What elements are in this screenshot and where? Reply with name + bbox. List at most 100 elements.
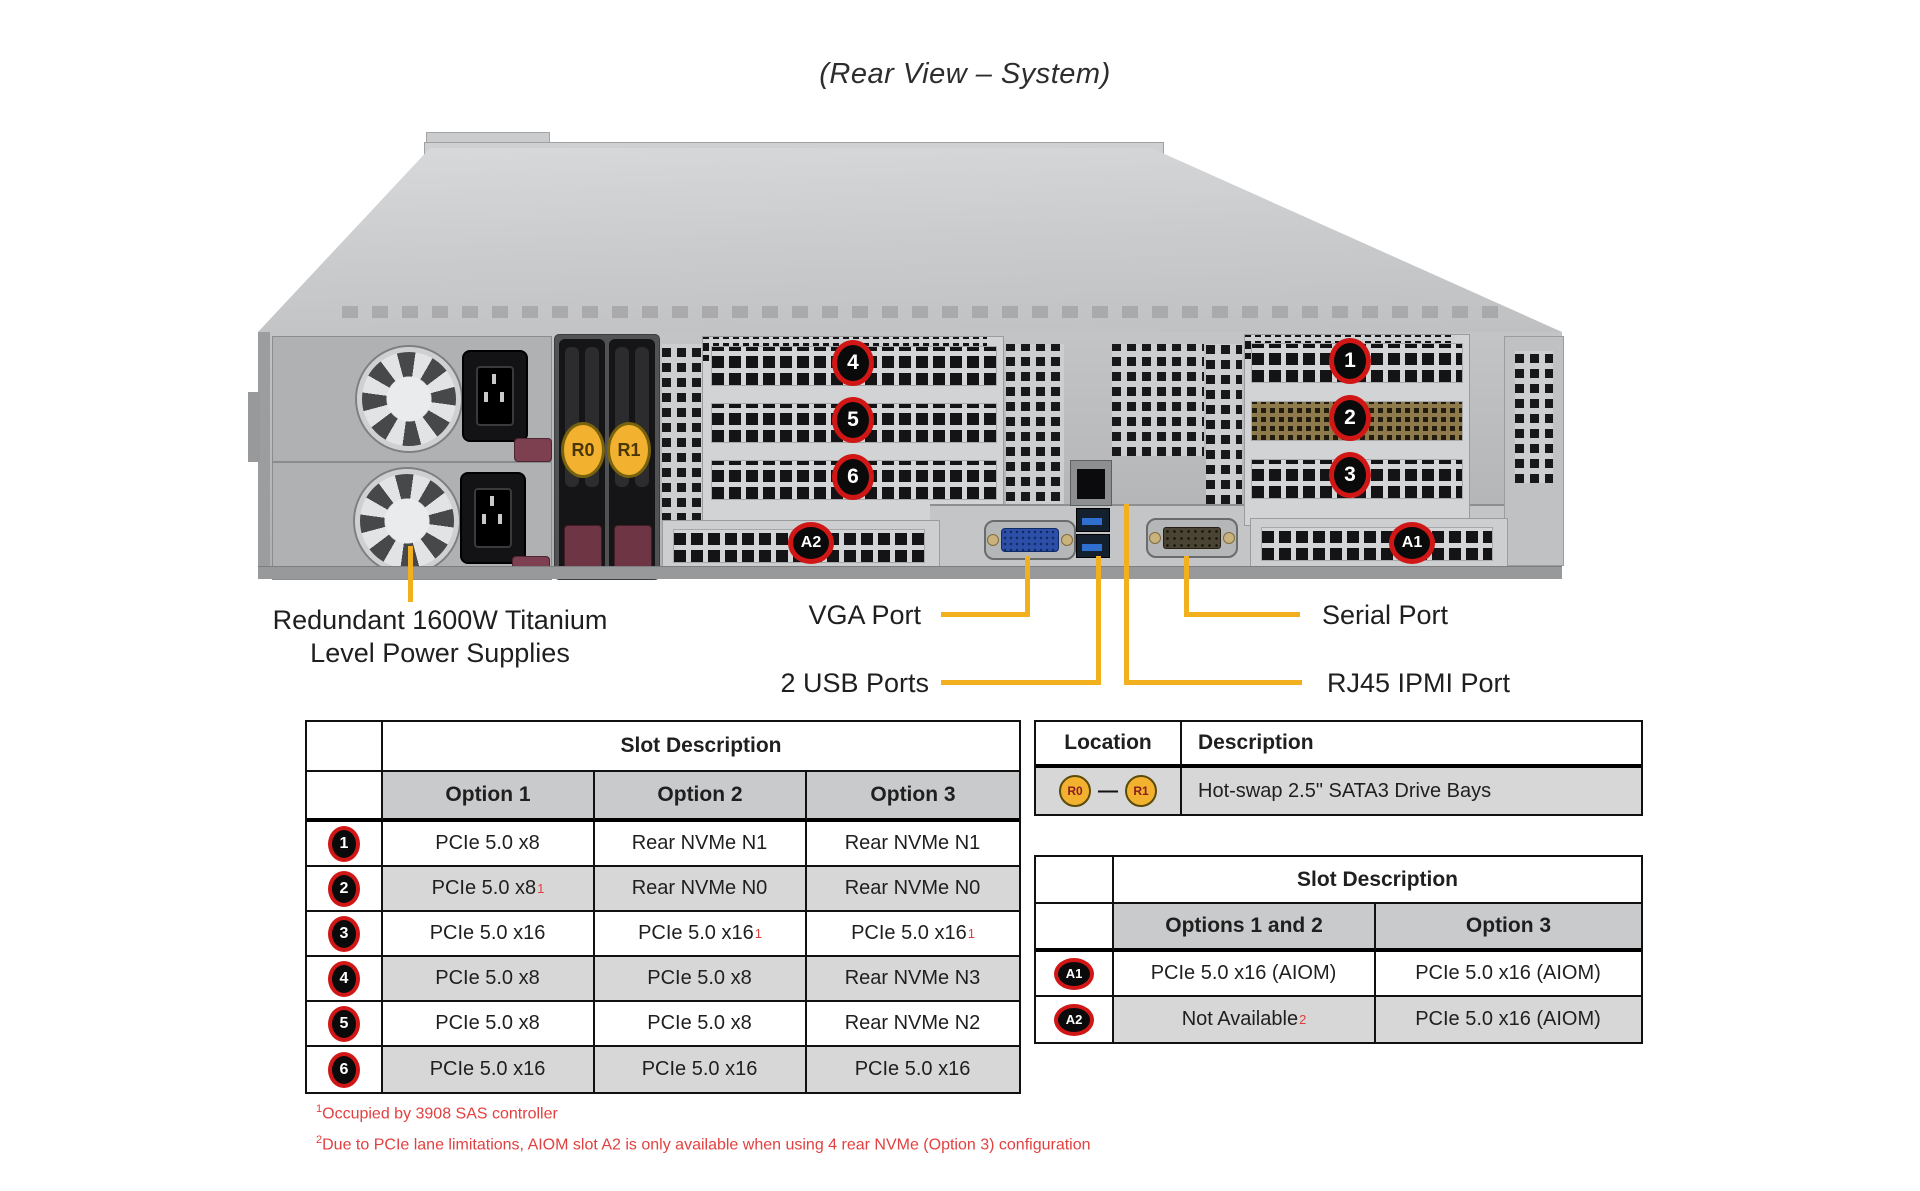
serial-port [1146, 518, 1238, 558]
callout-line-usb [1096, 556, 1101, 685]
row-marker-cell: 1 [307, 822, 383, 867]
table-corner-cell [307, 722, 383, 772]
rj45-ipmi-port [1070, 460, 1112, 506]
chassis-lid [258, 148, 1562, 332]
bay-marker-r1: R1 [1125, 775, 1157, 807]
ac-inlet [462, 350, 528, 442]
bay-marker-r0: R0 [1059, 775, 1091, 807]
table-cell: PCIe 5.0 x16 [595, 1047, 807, 1092]
callout-line-vga [941, 612, 1029, 617]
slot-marker-3: 3 [328, 915, 360, 952]
row-marker-cell: 5 [307, 1002, 383, 1047]
usb-port [1076, 508, 1110, 532]
column-header: Options 1 and 2 [1114, 904, 1376, 952]
callout-line-psu [408, 546, 413, 602]
table-cell: PCIe 5.0 x8 [383, 1002, 595, 1047]
bay-marker-r1: R1 [607, 422, 651, 478]
slot-marker-6: 6 [328, 1051, 360, 1088]
row-marker-cell: A1 [1036, 952, 1114, 997]
column-header: Location [1036, 722, 1182, 768]
table-cell: PCIe 5.0 x16 (AIOM) [1376, 997, 1641, 1042]
row-marker-cell: A2 [1036, 997, 1114, 1042]
slot-marker-2: 2 [1329, 395, 1371, 441]
row-marker-cell: 6 [307, 1047, 383, 1092]
callout-line-usb [941, 680, 1099, 685]
ipmi-callout-label: RJ45 IPMI Port [1327, 668, 1511, 698]
table-cell: PCIe 5.0 x16 (AIOM) [1114, 952, 1376, 997]
vent-column [1112, 344, 1204, 456]
psu-latch [514, 438, 552, 462]
slot-marker-4: 4 [328, 960, 360, 997]
psu-callout-label: Redundant 1600W Titanium Level Power Sup… [272, 605, 608, 668]
page-title: (Rear View – System) [819, 58, 1111, 90]
table-cell: PCIe 5.0 x8 [595, 957, 807, 1002]
vent-column [1206, 344, 1242, 504]
table-cell: PCIe 5.0 x16 [383, 1047, 595, 1092]
column-header: Option 3 [1376, 904, 1641, 952]
column-header: Option 1 [383, 772, 595, 822]
slot-marker-a2: A2 [1054, 1003, 1094, 1036]
table-cell: Rear NVMe N3 [807, 957, 1019, 1002]
slot-marker-1: 1 [328, 825, 360, 862]
slot-marker-a1: A1 [1389, 522, 1435, 564]
vga-port [984, 520, 1076, 560]
table-cell: PCIe 5.0 x16 [807, 1047, 1019, 1092]
table-cell: Rear NVMe N1 [807, 822, 1019, 867]
table-cell: Rear NVMe N0 [807, 867, 1019, 912]
footnote-1: 1Occupied by 3908 SAS controller [316, 1103, 558, 1123]
row-marker-cell: 3 [307, 912, 383, 957]
slot-marker-5: 5 [832, 397, 874, 443]
right-edge-bracket [1504, 336, 1564, 566]
column-header: Description [1182, 722, 1641, 768]
callout-line-vga [1025, 556, 1030, 617]
slot-marker-6: 6 [832, 454, 874, 500]
row-marker-cell: 4 [307, 957, 383, 1002]
chassis-side-tab [248, 392, 260, 462]
footnotes: 1Occupied by 3908 SAS controller 2Due to… [316, 1096, 1216, 1159]
ac-inlet [460, 472, 526, 564]
vent-column [662, 344, 702, 522]
table-cell: PCIe 5.0 x16 [383, 912, 595, 957]
slot-marker-3: 3 [1329, 452, 1371, 498]
location-table: Location Description R0 — R1 Hot-swap 2.… [1034, 720, 1643, 816]
callout-line-ipmi [1124, 504, 1129, 685]
table-title: Slot Description [1114, 857, 1641, 904]
psu-fan-icon [357, 347, 461, 451]
table-cell: PCIe 5.0 x8 [383, 822, 595, 867]
aiom-slot-table: Slot Description Options 1 and 2 Option … [1034, 855, 1643, 1044]
usb-callout-label: 2 USB Ports [780, 668, 929, 698]
aiom-slot-a1 [1250, 518, 1508, 568]
serial-callout-label: Serial Port [1322, 600, 1449, 630]
slot-marker-4: 4 [832, 340, 874, 386]
table-cell: PCIe 5.0 x16 (AIOM) [1376, 952, 1641, 997]
slot-marker-2: 2 [328, 870, 360, 907]
psu-fan-icon [355, 469, 459, 573]
column-header: Option 3 [807, 772, 1019, 822]
slot-marker-a1: A1 [1054, 957, 1094, 990]
table-cell: Rear NVMe N0 [595, 867, 807, 912]
slot-marker-a2: A2 [788, 522, 834, 564]
usb-port [1076, 534, 1110, 558]
range-dash: — [1098, 779, 1118, 802]
vga-callout-label: VGA Port [808, 600, 921, 630]
row-marker-cell: 2 [307, 867, 383, 912]
lid-vent-dashes [342, 306, 1502, 318]
slot-marker-5: 5 [328, 1005, 360, 1042]
table-corner-cell [1036, 857, 1114, 904]
slot-marker-1: 1 [1329, 338, 1371, 384]
table-title: Slot Description [383, 722, 1019, 772]
slot-description-table: Slot Description Option 1 Option 2 Optio… [305, 720, 1021, 1094]
table-cell: Hot-swap 2.5" SATA3 Drive Bays [1182, 768, 1641, 814]
table-cell: Rear NVMe N1 [595, 822, 807, 867]
callout-line-ipmi [1126, 680, 1302, 685]
table-cell: PCIe 5.0 x8 [595, 1002, 807, 1047]
chassis-bottom-rail [258, 566, 1562, 579]
table-cell: PCIe 5.0 x8 [383, 957, 595, 1002]
vent-column [1006, 344, 1064, 516]
footnote-2: 2Due to PCIe lane limitations, AIOM slot… [316, 1134, 1091, 1154]
bay-marker-r0: R0 [561, 422, 605, 478]
